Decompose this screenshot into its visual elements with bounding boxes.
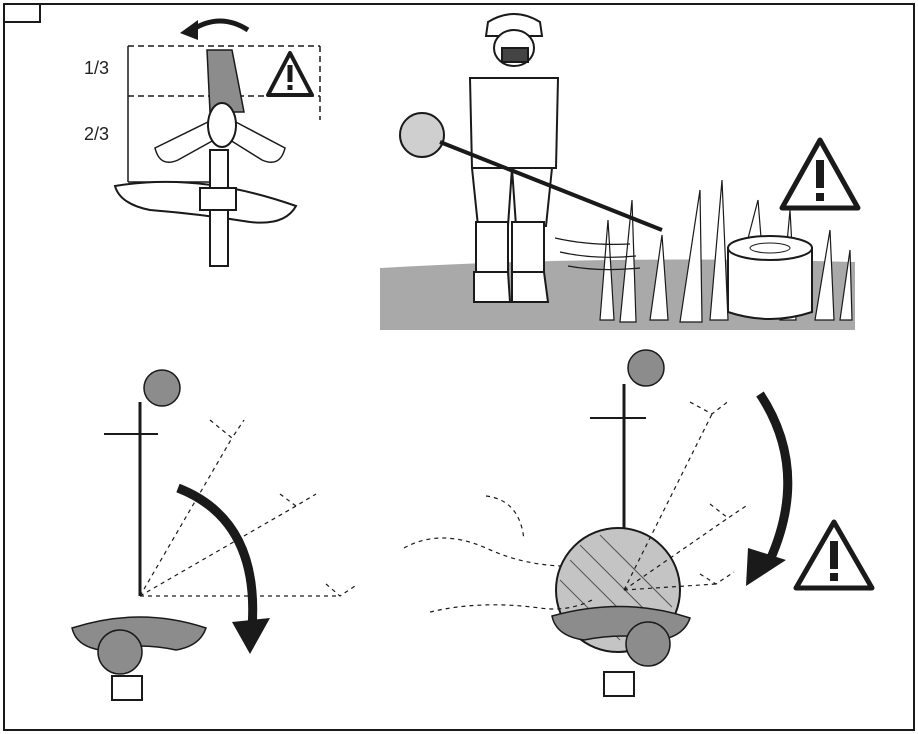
pivot-indicator <box>143 369 181 407</box>
operator-top-view <box>71 616 207 675</box>
outer-border <box>3 3 915 731</box>
tree-stump <box>727 235 813 320</box>
corner-tab <box>4 4 41 23</box>
rotation-arrow-icon <box>756 391 793 562</box>
sweep-motion-panel-right <box>403 349 875 697</box>
sweep-motion-panel-left <box>71 369 359 701</box>
swing-positions <box>139 419 359 597</box>
shaft <box>439 140 663 232</box>
rotation-arrow-icon <box>190 18 250 33</box>
warning-triangle-icon <box>793 519 875 591</box>
warning-triangle-icon <box>779 137 861 211</box>
engine <box>399 112 445 158</box>
upper-third-label: 1/3 <box>84 58 110 78</box>
pivot-indicator <box>627 349 665 387</box>
operator-figure <box>468 13 560 303</box>
danger-zone <box>206 49 245 113</box>
lower-two-thirds-label: 2/3 <box>84 124 110 144</box>
operator-top-view <box>551 605 691 667</box>
blade-hub <box>207 102 237 148</box>
operator-cutting-panel <box>380 13 861 330</box>
warning-triangle-icon <box>266 51 314 97</box>
arrow-head <box>180 20 198 40</box>
swing-positions <box>403 399 747 613</box>
blade-kickback-zone-panel <box>113 18 321 267</box>
rotation-arrow-icon <box>176 483 258 629</box>
